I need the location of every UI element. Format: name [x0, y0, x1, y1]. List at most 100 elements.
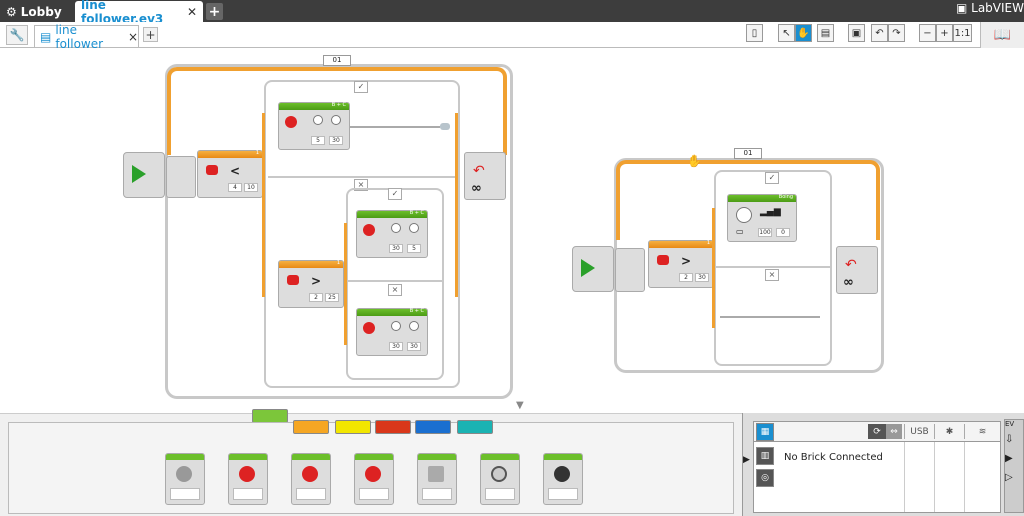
move-steering-block[interactable] [291, 453, 331, 505]
myblocks-category-tab[interactable] [457, 420, 493, 434]
sound-play-type[interactable]: 0 [776, 228, 790, 237]
color-sensor-switch-1[interactable]: 1 < 4 10 [197, 150, 263, 198]
add-project-button[interactable]: + [206, 3, 223, 20]
color-sensor-switch-3[interactable]: 1 > 2 30 [648, 240, 714, 288]
advanced-category-tab[interactable] [415, 420, 451, 434]
motor-icon [363, 224, 375, 236]
brick-status-light-block[interactable] [543, 453, 583, 505]
collapse-palette-icon[interactable]: ▼ [516, 400, 524, 411]
data-category-tab[interactable] [375, 420, 411, 434]
power-gauge-icon [313, 115, 323, 125]
switch3-orange-wire [712, 208, 715, 328]
expand-hardware-icon[interactable]: ▶ [743, 455, 750, 465]
usb-connection[interactable]: USB [904, 424, 934, 439]
infinity-icon: ∞ [843, 275, 854, 290]
medium-motor-block[interactable] [165, 453, 205, 505]
run-icon[interactable]: ▶ [1005, 453, 1013, 464]
move-steering-icon [302, 466, 318, 482]
motor-value-1[interactable]: 5 [311, 136, 325, 145]
compare-value-1[interactable]: 4 [228, 183, 242, 192]
sensor-category-tab[interactable] [335, 420, 371, 434]
zoom-out-icon[interactable]: − [919, 24, 936, 42]
case-true-icon[interactable]: ✓ [765, 172, 779, 184]
compare-operator: < [230, 164, 241, 178]
loop1-end[interactable]: ↶ ∞ [464, 152, 506, 200]
loop2-end[interactable]: ↶ ∞ [836, 246, 878, 294]
brand-label: LabVIEW [971, 1, 1024, 15]
motor-value-1[interactable]: 30 [389, 244, 403, 253]
case-false-icon[interactable]: × [388, 284, 402, 296]
loop1-label[interactable]: 01 [323, 55, 351, 66]
motor-value-2[interactable]: 5 [407, 244, 421, 253]
play-icon [581, 259, 595, 277]
close-file-icon[interactable]: ✕ [186, 4, 197, 19]
save-icon[interactable]: ▣ [848, 24, 865, 42]
loop1-wire [167, 67, 507, 155]
wifi-icon[interactable]: ≋ [964, 424, 1000, 439]
file-tab[interactable]: line follower.ev3 ✕ [75, 0, 203, 26]
connect-icon[interactable]: ⇔ [886, 424, 902, 439]
loop-back-icon: ↶ [473, 163, 485, 179]
close-program-icon[interactable]: × [127, 29, 138, 44]
start-block-1[interactable] [123, 152, 165, 198]
case-divider [348, 280, 442, 282]
loop2-label[interactable]: 01 [734, 148, 762, 159]
color-sensor-switch-2[interactable]: 1 > 2 25 [278, 260, 344, 308]
lobby-tab[interactable]: ⚙ Lobby [0, 1, 72, 22]
program-icon: ▤ [40, 29, 52, 44]
comment-icon[interactable]: ▯ [746, 24, 763, 42]
available-bricks-tab[interactable]: ◎ [756, 469, 774, 487]
bluetooth-icon[interactable]: ✱ [934, 424, 964, 439]
select-pointer-icon[interactable]: ↖ [778, 24, 795, 42]
pan-hand-icon[interactable]: ✋ [795, 24, 812, 42]
case-true-icon[interactable]: ✓ [388, 188, 402, 200]
port-view-tab[interactable]: ▥ [756, 447, 774, 465]
sound-block[interactable]: Boing ▂▄▆ ▭ 100 0 [727, 194, 797, 242]
sound-palette-block[interactable] [480, 453, 520, 505]
case-true-icon[interactable]: ✓ [354, 81, 368, 93]
start-block-2[interactable] [572, 246, 614, 292]
speaker-icon [736, 207, 752, 223]
compare-value-2[interactable]: 30 [695, 273, 709, 282]
hand-cursor-icon: ✋ [687, 154, 702, 168]
switch3-frame[interactable] [714, 170, 832, 366]
download-icon[interactable]: ⇩ [1005, 434, 1014, 445]
move-tank-block-2[interactable]: B + C 30 5 [356, 210, 428, 258]
run-selected-icon[interactable]: ▷ [1005, 472, 1013, 483]
sound-icon [491, 466, 507, 482]
brick-info-tab[interactable]: ▦ [756, 423, 774, 441]
compare-value-2[interactable]: 25 [325, 293, 339, 302]
action-category-tab[interactable] [252, 409, 288, 423]
block-header: B + C [357, 210, 427, 218]
move-tank-block[interactable] [354, 453, 394, 505]
add-program-button[interactable]: + [143, 27, 158, 42]
move-tank-block-3[interactable]: B + C 30 30 [356, 308, 428, 356]
block-palette [0, 409, 742, 516]
data-wire [350, 126, 440, 128]
undo-icon[interactable]: ↶ [871, 24, 888, 42]
program-tab[interactable]: ▤ line follower × [34, 23, 139, 51]
zoom-reset-button[interactable]: 1:1 [953, 24, 972, 42]
compare-value-1[interactable]: 2 [309, 293, 323, 302]
sound-volume[interactable]: 100 [758, 228, 772, 237]
comment-tool-icon[interactable]: ▤ [817, 24, 834, 42]
refresh-icon[interactable]: ⟳ [868, 424, 886, 439]
display-block[interactable] [417, 453, 457, 505]
compare-value-2[interactable]: 10 [244, 183, 258, 192]
program-tab-row: 🔧 ▤ line follower × + ▯ ↖ ✋ ▤ ▣ ↶ ↷ − + … [0, 22, 1024, 51]
zoom-in-icon[interactable]: + [936, 24, 953, 42]
case-false-icon[interactable]: × [765, 269, 779, 281]
motor-value-2[interactable]: 30 [329, 136, 343, 145]
programming-canvas[interactable]: 01 1 < 4 10 ✓ × B + C 5 30 ✓ × [0, 48, 1024, 413]
move-tank-block-1[interactable]: B + C 5 30 [278, 102, 350, 150]
large-motor-block[interactable] [228, 453, 268, 505]
motor-ports: B + C [409, 308, 424, 314]
motor-value-1[interactable]: 30 [389, 342, 403, 351]
flow-category-tab[interactable] [293, 420, 329, 434]
project-properties-icon[interactable]: 🔧 [6, 25, 28, 45]
redo-icon[interactable]: ↷ [888, 24, 905, 42]
motor-value-2[interactable]: 30 [407, 342, 421, 351]
compare-value-1[interactable]: 2 [679, 273, 693, 282]
content-editor-icon[interactable]: 📖 [980, 22, 1024, 48]
divider [934, 442, 935, 512]
